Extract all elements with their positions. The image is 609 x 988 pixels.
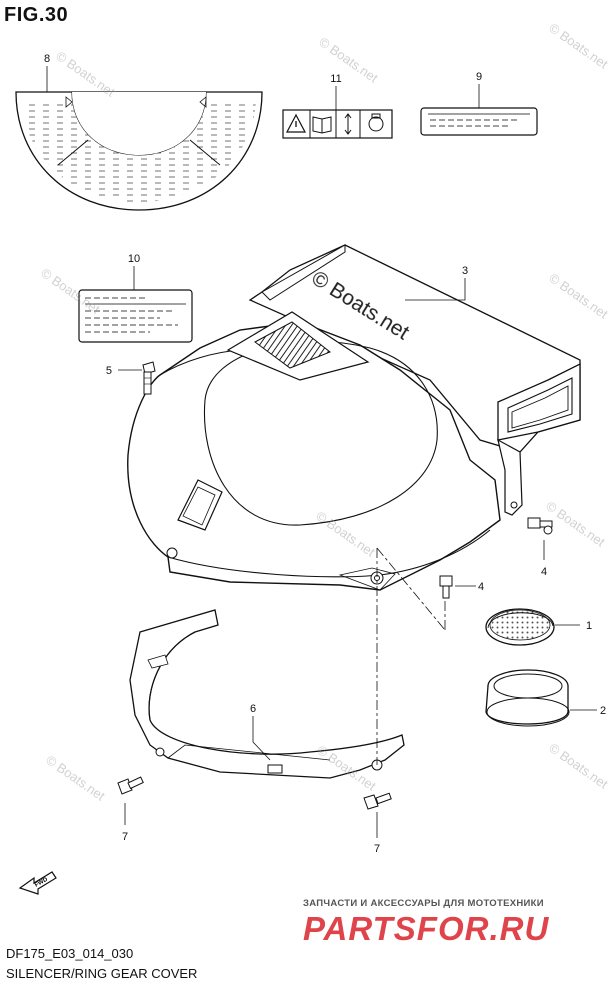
callout-4-lower: 4 xyxy=(478,581,484,593)
callout-5: 5 xyxy=(106,365,112,377)
part-4-bolt-lower xyxy=(439,575,453,599)
leader-lines xyxy=(46,66,597,838)
callout-11: 11 xyxy=(330,73,341,85)
brand-tagline: ЗАПЧАСТИ И АКСЕССУАРЫ ДЛЯ МОТОТЕХНИКИ xyxy=(303,898,544,909)
part-4-bolt-upper xyxy=(527,517,553,535)
part-7-bolt-left xyxy=(117,776,144,795)
part-2-ring xyxy=(485,669,570,727)
watermark: © Boats.net xyxy=(543,498,608,550)
part-3-silencer-duct xyxy=(248,244,581,516)
watermark: © Boats.net xyxy=(316,34,381,86)
vertical-arrows-icon xyxy=(344,113,352,135)
watermark: © Boats.net xyxy=(546,740,609,792)
part-1-mesh-screen xyxy=(485,608,555,646)
part-9-label xyxy=(420,107,538,136)
figure-code: DF175_E03_014_030 xyxy=(6,946,134,961)
callout-9: 9 xyxy=(476,71,482,83)
silencer-cover xyxy=(127,311,501,591)
part-11-warning-label xyxy=(282,109,393,139)
manual-book-icon xyxy=(312,116,332,134)
brand-logo: PARTSFOR.RU xyxy=(303,910,550,947)
callout-8: 8 xyxy=(44,53,50,65)
callout-4-upper: 4 xyxy=(541,566,547,578)
engine-icon xyxy=(368,113,384,132)
callout-1: 1 xyxy=(586,620,592,632)
callout-7-left: 7 xyxy=(122,831,128,843)
callout-10: 10 xyxy=(128,253,140,265)
part-5-bolt xyxy=(142,361,156,395)
figure-title: FIG.30 xyxy=(4,4,69,26)
callout-labels: 8 11 9 10 3 5 4 4 1 2 6 7 7 xyxy=(44,53,606,855)
watermark: © Boats.net xyxy=(546,270,609,322)
watermark: © Boats.net xyxy=(43,752,108,804)
callout-7-right: 7 xyxy=(374,843,380,855)
callout-3: 3 xyxy=(462,265,468,277)
watermark: © Boats.net xyxy=(546,20,609,72)
figure-name: SILENCER/RING GEAR COVER xyxy=(6,966,198,981)
part-10-label xyxy=(78,289,193,343)
part-7-bolt-right xyxy=(363,792,392,810)
callout-2: 2 xyxy=(600,705,606,717)
callout-6: 6 xyxy=(250,703,256,715)
warning-triangle-icon xyxy=(286,113,306,133)
part-8-silencer-decal xyxy=(15,91,263,211)
fwd-arrow-icon: FWD xyxy=(18,871,57,895)
part-6-ring-gear-cover xyxy=(129,609,405,779)
